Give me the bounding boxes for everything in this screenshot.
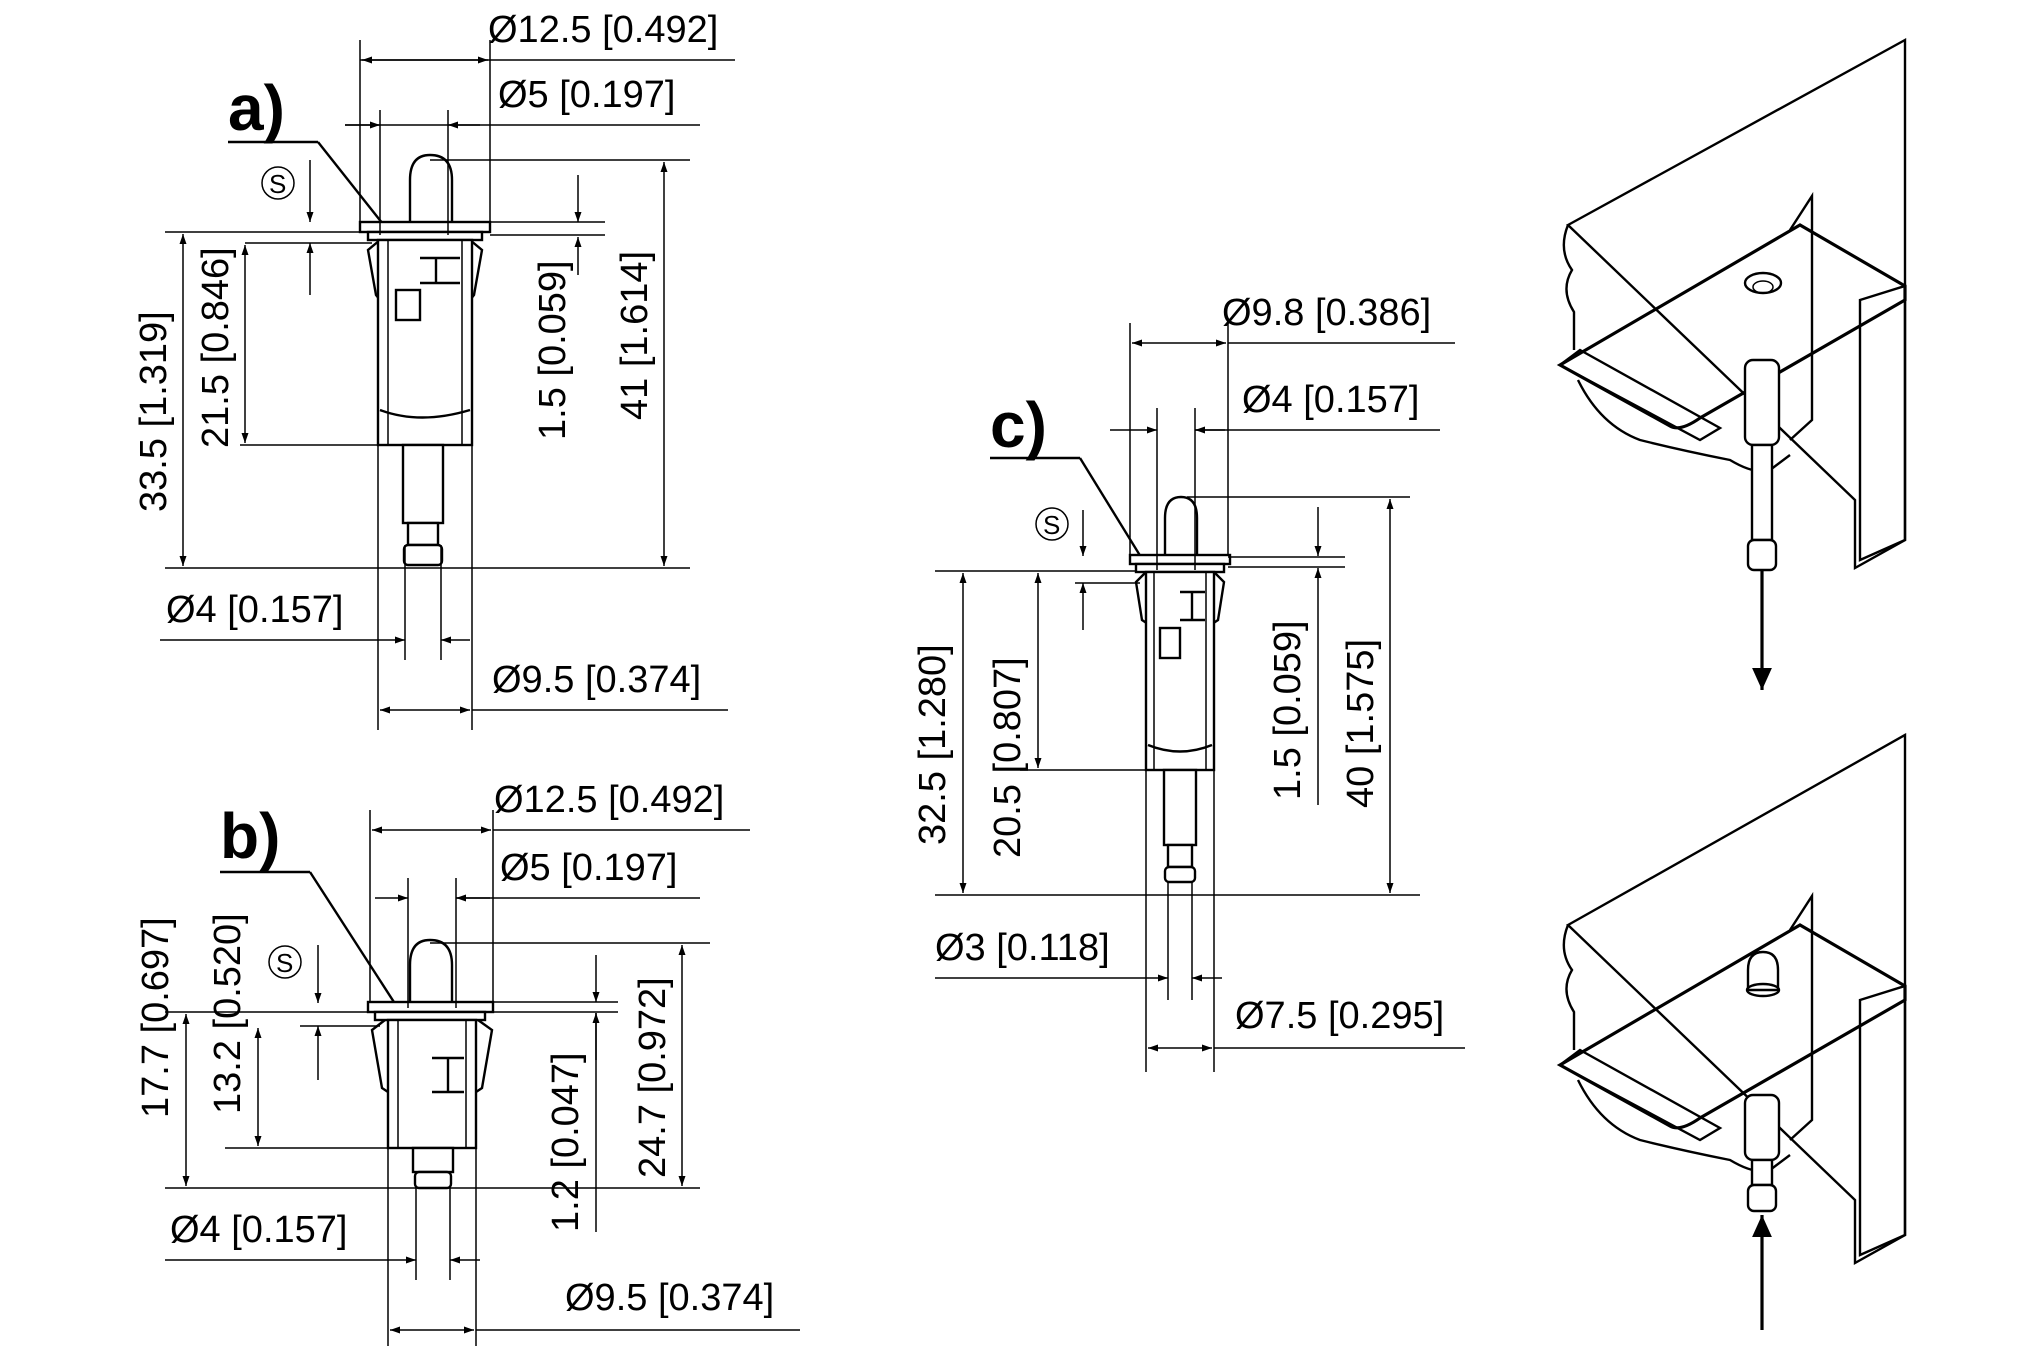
view-a-body-diameter: Ø9.5 [0.374]	[492, 659, 701, 701]
view-b-overall-height: 17.7 [0.697]	[135, 917, 177, 1118]
view-a: a) Ø12.5 [0.492]	[133, 9, 735, 730]
view-a-s-symbol	[261, 166, 295, 200]
view-b-part	[366, 938, 495, 1190]
view-a-snap-gap: 1.5 [0.059]	[532, 260, 574, 440]
svg-text:S: S	[1043, 510, 1060, 540]
view-c-overall-height: 32.5 [1.280]	[912, 644, 954, 845]
view-a-label: a)	[228, 72, 285, 144]
view-b-label: b)	[220, 800, 280, 872]
view-b: b) Ø12.5 [0.492] Ø5 [0.197] S	[135, 779, 800, 1346]
view-c-lens-diameter: Ø4 [0.157]	[1242, 379, 1419, 421]
mounting-view-pressed	[1556, 732, 1907, 1330]
view-c-pin-diameter: Ø3 [0.118]	[935, 927, 1110, 969]
view-a-lens-diameter: Ø5 [0.197]	[498, 74, 675, 116]
view-c: c) Ø9.8 [0.386] Ø4 [0	[912, 292, 1465, 1072]
view-b-body-height: 13.2 [0.520]	[207, 913, 249, 1114]
view-a-total-height: 41 [1.614]	[614, 251, 656, 420]
svg-text:S: S	[276, 948, 293, 978]
view-a-overall-height: 33.5 [1.319]	[133, 311, 175, 512]
view-b-s-symbol	[268, 945, 302, 979]
view-b-body-diameter: Ø9.5 [0.374]	[565, 1277, 774, 1319]
view-c-label: c)	[990, 389, 1047, 461]
view-a-pin-diameter: Ø4 [0.157]	[166, 589, 343, 631]
view-c-snap-gap: 1.5 [0.059]	[1267, 620, 1309, 800]
view-b-pin-diameter: Ø4 [0.157]	[170, 1209, 347, 1251]
view-b-bezel-diameter: Ø12.5 [0.492]	[494, 779, 724, 821]
mounting-view-released	[1556, 37, 1907, 690]
view-a-part	[358, 153, 492, 567]
view-c-s-symbol	[1035, 507, 1069, 541]
view-a-bezel-diameter: Ø12.5 [0.492]	[488, 9, 718, 51]
view-c-body-diameter: Ø7.5 [0.295]	[1235, 995, 1444, 1037]
view-c-total-height: 40 [1.575]	[1340, 639, 1382, 808]
view-b-lens-diameter: Ø5 [0.197]	[500, 847, 677, 889]
view-b-snap-gap: 1.2 [0.047]	[545, 1052, 587, 1232]
svg-text:S: S	[269, 169, 286, 199]
view-c-part	[1128, 495, 1232, 884]
view-a-body-height: 21.5 [0.846]	[195, 247, 237, 448]
view-b-total-height: 24.7 [0.972]	[632, 977, 674, 1178]
view-c-body-height: 20.5 [0.807]	[987, 657, 1029, 858]
view-c-bezel-diameter: Ø9.8 [0.386]	[1222, 292, 1431, 334]
